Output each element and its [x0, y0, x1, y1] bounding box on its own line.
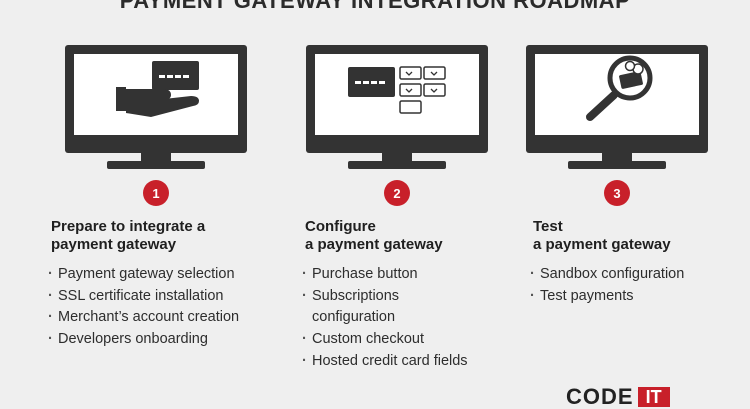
step-3-badge: 3: [604, 180, 630, 206]
brand-logo: CODE IT: [566, 384, 670, 409]
list-item: Custom checkout: [302, 329, 535, 351]
list-item: Sandbox configuration: [530, 264, 750, 286]
list-item-continuation: configuration: [312, 309, 396, 326]
monitor-3: [526, 45, 708, 169]
list-item: Hosted credit card fields: [302, 351, 535, 373]
step-2-list: Purchase button Subscriptions configurat…: [302, 264, 535, 373]
step-2-badge: 2: [384, 180, 410, 206]
step-1-list: Payment gateway selection SSL certificat…: [48, 264, 281, 351]
step-1-column: Prepare to integrate a payment gateway P…: [48, 218, 281, 351]
list-item: Subscriptions: [302, 286, 535, 308]
page-title: PAYMENT GATEWAY INTEGRATION ROADMAP: [119, 0, 631, 13]
list-item: SSL certificate installation: [48, 286, 281, 308]
list-item: Developers onboarding: [48, 329, 281, 351]
monitor-2: [306, 45, 488, 169]
list-item: Payment gateway selection: [48, 264, 281, 286]
logo-box: IT: [637, 387, 670, 407]
logo-text: CODE: [566, 384, 634, 409]
monitor-1: [65, 45, 247, 169]
card-form-icon: [348, 66, 446, 114]
step-1-badge: 1: [143, 180, 169, 206]
magnifier-icon: [586, 55, 653, 121]
step-3-column: Test a payment gateway Sandbox configura…: [530, 218, 750, 308]
step-2-title: Configure a payment gateway: [305, 218, 443, 253]
list-item: Merchant’s account creation: [48, 307, 281, 329]
step-1-title: Prepare to integrate a payment gateway: [51, 218, 206, 253]
hand-card-icon: [116, 61, 199, 117]
list-item: Purchase button: [302, 264, 535, 286]
step-3-list: Sandbox configuration Test payments: [530, 264, 750, 308]
list-item: Test payments: [530, 286, 750, 308]
step-2-column: Configure a payment gateway Purchase but…: [302, 218, 535, 373]
step-3-title: Test a payment gateway: [533, 218, 671, 253]
